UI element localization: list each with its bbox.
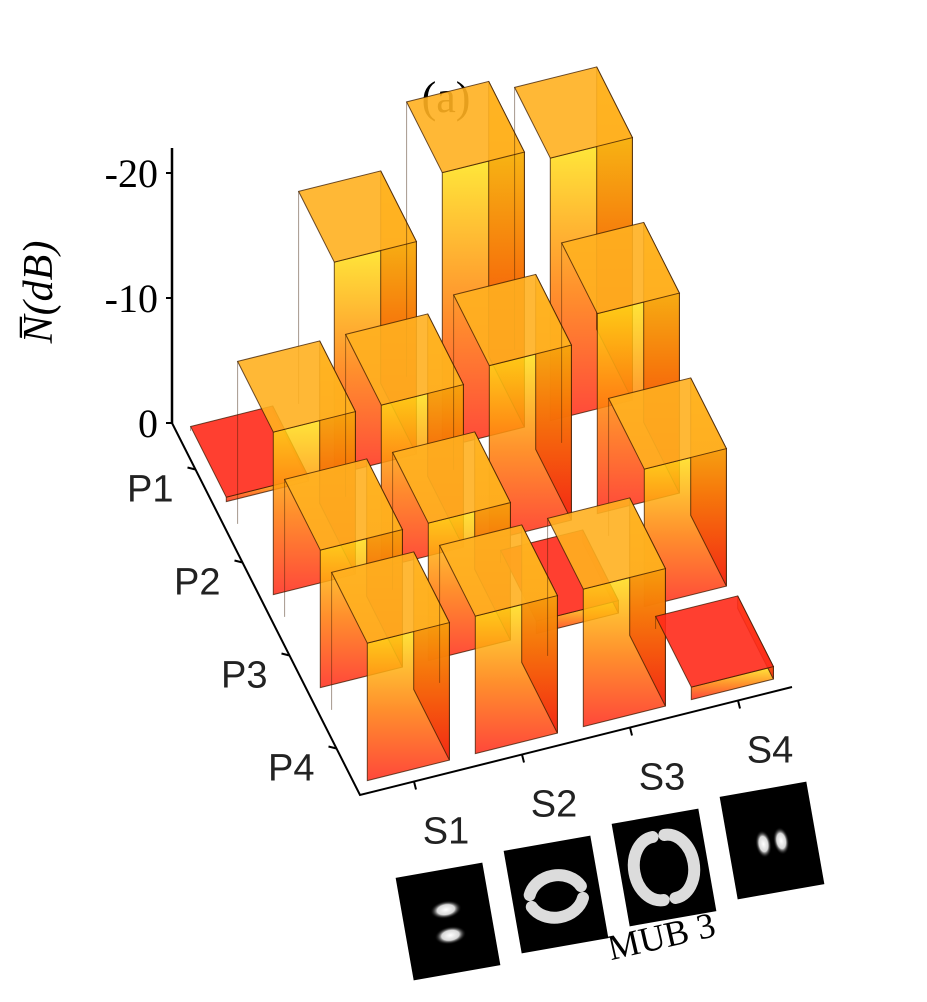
bar-P4-S2 <box>438 524 559 755</box>
floor-axis-lines <box>171 422 793 797</box>
bar-P4-S3 <box>546 497 667 728</box>
row-label: P1 <box>127 469 173 511</box>
mode-images <box>395 781 825 981</box>
floor-grid <box>171 422 793 797</box>
row-label: P3 <box>221 655 267 697</box>
column-tick <box>629 727 633 736</box>
row-label: P4 <box>268 748 314 790</box>
row-label: P2 <box>174 562 220 604</box>
row-tick <box>234 559 243 564</box>
mode-image-S4 <box>719 781 825 900</box>
z-tick-label: -20 <box>105 151 158 196</box>
column-tick <box>737 700 741 709</box>
z-tick-label: 0 <box>138 401 158 446</box>
column-label: S1 <box>423 811 469 853</box>
column-label: S2 <box>531 784 577 826</box>
bars <box>189 66 775 782</box>
row-tick <box>187 466 196 471</box>
z-tick-label: -10 <box>105 276 158 321</box>
bar-P4-S4 <box>654 595 775 701</box>
row-tick <box>328 745 337 750</box>
column-tick <box>413 781 417 790</box>
bar-P2-S3 <box>452 273 573 542</box>
z-axis-label: N̅(dB) <box>16 241 62 345</box>
row-tick <box>281 652 290 657</box>
z-axis: 0 -10 -20 <box>105 148 174 446</box>
bar-P4-S1 <box>330 551 451 782</box>
column-tick-labels: S1 S2 S3 S4 <box>423 730 793 853</box>
column-tick <box>521 754 525 763</box>
mode-image-S3 <box>611 808 717 927</box>
mode-image-S2 <box>503 835 609 954</box>
mode-image-S1 <box>395 862 501 981</box>
column-label: S4 <box>747 730 793 772</box>
column-label: S3 <box>639 757 685 799</box>
